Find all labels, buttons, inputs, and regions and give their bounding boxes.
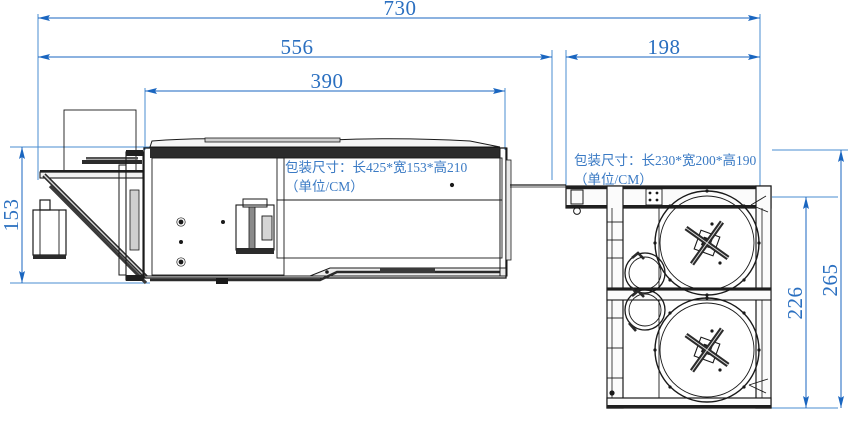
dimension-network: [10, 14, 848, 409]
upper-reel-inner: [659, 195, 755, 291]
upper-rail-bar: [82, 160, 142, 164]
small-roller-upper-clamp: [631, 251, 645, 260]
small-roller-lower: [624, 289, 666, 331]
bottom-base-edge: [607, 405, 771, 408]
horizontal-beam: [39, 171, 144, 179]
center-mechanism-base: [236, 248, 274, 254]
lower-rim-dot-5: [668, 385, 672, 389]
top-frame-beam: [565, 185, 772, 209]
upper-hub-dot-1: [710, 222, 714, 226]
bolt-dot-1: [178, 219, 184, 225]
note-right-line1: 包装尺寸：长230*宽200*高190: [574, 152, 756, 168]
riser-post-foot: [126, 275, 143, 281]
bolt-dot-5: [449, 182, 455, 188]
upper-rim-dot-8: [668, 204, 672, 208]
top-frame-beam-edge: [566, 186, 771, 190]
center-mechanism-window: [261, 215, 273, 241]
lower-rim-dot-1: [705, 296, 709, 300]
body-left-panel: [151, 157, 285, 276]
inner-frame-upper: [622, 207, 660, 289]
lower-rim-dot-7: [668, 311, 672, 315]
inner-frame-lower: [622, 299, 660, 399]
dim-label-730: 730: [384, 0, 417, 20]
upper-rim-dot-3: [757, 241, 761, 245]
note-left-line2: （单位/CM）: [285, 179, 364, 194]
small-roller-upper: [624, 252, 666, 294]
top-beam-dot-2: [655, 191, 659, 195]
motor-cylinder: [32, 209, 67, 256]
note-right-line2: （单位/CM）: [574, 172, 653, 187]
top-beam-dot-1: [648, 191, 652, 195]
top-beam-detail-mid: [645, 188, 663, 206]
riser-post-slot: [129, 189, 140, 251]
upper-hub-spokes-hl: [685, 221, 729, 265]
lower-rim-dot-3: [757, 348, 761, 352]
bottom-bolt-dot: [325, 270, 329, 274]
small-roller-lower-clamp: [631, 289, 645, 298]
top-frame-beam-edge-2: [566, 205, 771, 209]
top-beam-dot-3: [648, 198, 652, 202]
lower-hub-dot-1: [710, 329, 714, 333]
dim-label-226: 226: [783, 287, 807, 320]
upper-reel-bracket: [750, 195, 769, 213]
upper-rail-bar-2: [86, 157, 138, 160]
upper-rim-dot-7: [653, 241, 657, 245]
dim-label-265: 265: [818, 264, 842, 297]
lower-hub-dot-2: [718, 368, 722, 372]
upper-reel-hub: [684, 220, 730, 266]
body-lower-panel: [276, 199, 503, 259]
diagonal-support-arm-lower: [48, 184, 148, 285]
left-machine-assembly: [32, 109, 512, 285]
bolt-dot-4: [221, 220, 225, 224]
dim-label-198: 198: [648, 35, 681, 59]
upper-rim-dot-2: [742, 204, 746, 208]
dim-label-153: 153: [0, 199, 23, 232]
dim-label-390: 390: [311, 69, 344, 93]
center-mechanism-top: [242, 198, 268, 208]
motor-cap: [39, 199, 51, 211]
upper-rim-dot-5: [705, 293, 709, 297]
body-lid-handle: [204, 137, 341, 143]
lower-reel-inner: [659, 302, 755, 398]
bottom-rail-plate: [380, 268, 435, 273]
upper-hub-dot-2: [718, 261, 722, 265]
center-mechanism-shaft: [248, 206, 256, 252]
bolt-dot-2: [179, 240, 183, 244]
note-left-line1: 包装尺寸：长425*宽153*高210: [285, 159, 467, 175]
lower-rim-dot-4: [742, 385, 746, 389]
upper-rim-dot-4: [742, 278, 746, 282]
body-top-cover: [150, 148, 500, 158]
top-beam-pivot: [573, 207, 581, 215]
lower-rim-dot-6: [653, 348, 657, 352]
dim-label-556: 556: [281, 35, 314, 59]
motor-base: [33, 255, 66, 259]
bolt-ring-1: [176, 217, 186, 227]
bolt-dot-3: [178, 259, 184, 265]
bottom-left-bolt: [609, 390, 615, 396]
bottom-foot-left: [216, 278, 228, 284]
diagonal-support-arm-highlight: [43, 174, 147, 278]
lower-reel-hub: [684, 327, 730, 373]
lower-rim-dot-2: [742, 311, 746, 315]
right-reel-assembly: [565, 185, 772, 409]
small-roller-lower-inner: [628, 293, 662, 327]
small-roller-lower-clamp-2: [628, 322, 637, 332]
lower-hub-spokes-hl: [685, 328, 729, 372]
body-right-edge-strip: [505, 159, 512, 261]
upper-rim-dot-1: [705, 189, 709, 193]
mid-divider-edge: [607, 288, 771, 291]
small-roller-upper-inner: [628, 256, 662, 290]
lower-reel-bracket: [748, 378, 769, 394]
horizontal-beam-top-edge: [40, 170, 143, 173]
top-beam-dot-4: [655, 198, 659, 202]
upper-rim-dot-6: [668, 278, 672, 282]
bolt-ring-3: [176, 257, 186, 267]
riser-post-cap: [126, 150, 143, 156]
top-beam-detail-left: [570, 189, 584, 205]
